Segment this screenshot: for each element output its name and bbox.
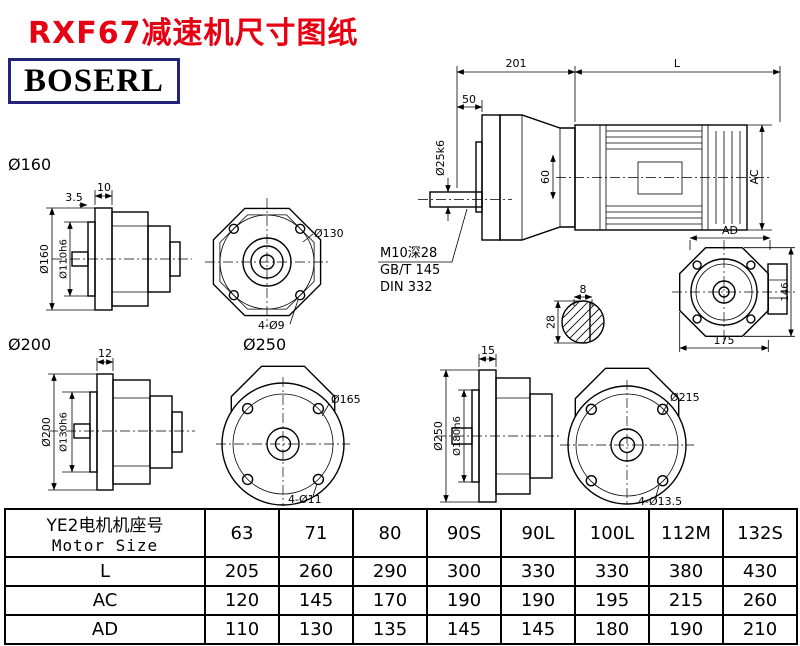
dim-holes-4x13-label: 4-Ø13.5 — [638, 495, 682, 508]
dim-holes-4x9-label: 4-Ø9 — [258, 319, 285, 332]
motor-size-100L: 100L — [574, 508, 650, 558]
AD-value: 190 — [648, 614, 724, 645]
dim-12-label: 12 — [98, 347, 112, 360]
terminal-box — [767, 263, 788, 315]
L-value: 290 — [352, 556, 428, 587]
L-value: 260 — [278, 556, 354, 587]
table-row-AD: AD 110 130 135 145 145 180 190 210 — [4, 614, 798, 645]
flange250-title: Ø250 — [243, 335, 286, 354]
dim-L-label: L — [674, 57, 681, 70]
AC-value: 190 — [426, 585, 502, 616]
table-row-AC: AC 120 145 170 190 190 195 215 260 — [4, 585, 798, 616]
motor-size-132S: 132S — [722, 508, 798, 558]
dim-spigot180-label: Ø180h6 — [451, 416, 463, 456]
table-header-row: YE2电机机座号 Motor Size 63 71 80 90S 90L 100… — [4, 508, 798, 558]
flange200-title: Ø200 — [8, 335, 51, 354]
dim-50-label: 50 — [462, 93, 476, 106]
flange250-side-view: Ø250 15 Ø250 Ø180h6 — [243, 335, 560, 503]
flange160-side-view: Ø160 10 3.5 Ø160 Ø110h6 — [8, 155, 192, 311]
dim-bc130-label: Ø130 — [314, 227, 344, 240]
flange160-front-view: Ø130 4-Ø9 — [205, 198, 344, 332]
motor-size-90L: 90L — [500, 508, 576, 558]
note-gbt145: GB/T 145 — [380, 263, 440, 278]
L-value: 430 — [722, 556, 798, 587]
dim-spigot110-label: Ø110h6 — [58, 239, 70, 279]
motor-size-90S: 90S — [426, 508, 502, 558]
dim-shaft-dia-label: Ø25k6 — [434, 140, 447, 176]
AD-value: 145 — [500, 614, 576, 645]
AC-value: 260 — [722, 585, 798, 616]
main-assembly-view: 201 L 50 Ø25k6 60 AC M10深28 GB/T 145 DIN… — [378, 57, 781, 295]
technical-drawing: 201 L 50 Ø25k6 60 AC M10深28 GB/T 145 DIN… — [8, 57, 795, 508]
dim-175-label: 175 — [714, 334, 735, 347]
AC-value: 120 — [204, 585, 280, 616]
AD-value: 130 — [278, 614, 354, 645]
dim-60-label: 60 — [539, 170, 552, 184]
dim-key-width-label: 8 — [580, 283, 587, 296]
dim-od250-label: Ø250 — [432, 421, 445, 451]
dim-spigot130-label: Ø130h6 — [58, 412, 70, 452]
AC-value: 190 — [500, 585, 576, 616]
AD-value: 135 — [352, 614, 428, 645]
page-title: RXF67减速机尺寸图纸 — [28, 16, 359, 51]
dim-od160-label: Ø160 — [38, 244, 51, 274]
L-value: 330 — [500, 556, 576, 587]
dim-146-label: 146 — [780, 282, 791, 301]
AD-value: 145 — [426, 614, 502, 645]
shaft-key-section: 8 28 — [545, 283, 605, 344]
table-row-L: L 205 260 290 300 330 330 380 430 — [4, 556, 798, 587]
flange200-side-view: Ø200 12 Ø200 Ø130h6 — [8, 335, 195, 491]
dim-bc165-label: Ø165 — [331, 393, 361, 406]
output-flange — [481, 114, 501, 241]
note-din332: DIN 332 — [380, 280, 433, 295]
row-label-AC: AC — [4, 585, 206, 616]
rear-view: AD 146 175 — [672, 224, 795, 352]
dim-bc215-label: Ø215 — [670, 391, 700, 404]
dim-od200-label: Ø200 — [40, 417, 53, 447]
dimension-table: YE2电机机座号 Motor Size 63 71 80 90S 90L 100… — [4, 508, 798, 645]
dim-key-height-label: 28 — [545, 315, 558, 329]
dim-201-label: 201 — [506, 57, 527, 70]
L-value: 205 — [204, 556, 280, 587]
motor-nameplate — [637, 161, 683, 195]
motor-body — [574, 124, 748, 231]
AC-value: 215 — [648, 585, 724, 616]
AD-value: 180 — [574, 614, 650, 645]
motor-size-71: 71 — [278, 508, 354, 558]
flange250-front-view: Ø215 4-Ø13.5 — [560, 367, 700, 508]
L-value: 380 — [648, 556, 724, 587]
flange160-title: Ø160 — [8, 155, 51, 174]
dim-15-label: 15 — [481, 344, 495, 357]
motor-size-80: 80 — [352, 508, 428, 558]
AC-value: 195 — [574, 585, 650, 616]
motor-size-63: 63 — [204, 508, 280, 558]
dim-AD-label: AD — [722, 224, 738, 237]
AD-value: 110 — [204, 614, 280, 645]
dim-10-label: 10 — [97, 181, 111, 194]
AC-value: 145 — [278, 585, 354, 616]
dim-holes-4x11-label: 4-Ø11 — [288, 493, 322, 506]
note-tapped-hole: M10深28 — [380, 246, 437, 261]
AC-value: 170 — [352, 585, 428, 616]
dim-3-5-label: 3.5 — [65, 191, 83, 204]
row-label-AD: AD — [4, 614, 206, 645]
dim-AC-label: AC — [748, 169, 761, 184]
AD-value: 210 — [722, 614, 798, 645]
row-label-L: L — [4, 556, 206, 587]
motor-size-header-en: Motor Size — [51, 536, 159, 555]
motor-size-header-cn: YE2电机机座号 — [46, 516, 164, 536]
L-value: 300 — [426, 556, 502, 587]
motor-size-header-cell: YE2电机机座号 Motor Size — [4, 508, 206, 558]
brand-logo: BOSERL — [8, 58, 180, 104]
L-value: 330 — [574, 556, 650, 587]
motor-size-112M: 112M — [648, 508, 724, 558]
flange200-front-view: Ø165 4-Ø11 — [216, 365, 361, 506]
